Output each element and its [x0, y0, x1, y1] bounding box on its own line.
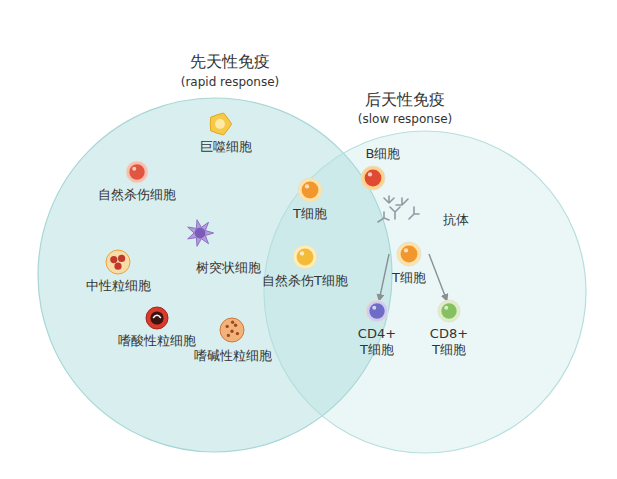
cell-node: 树突状细胞 [193, 220, 264, 276]
cell-node: CD4+ T细胞 [349, 300, 405, 358]
cell-node: T细胞 [290, 178, 330, 222]
cell-icon [205, 109, 235, 139]
cell-node: B细胞 [363, 146, 404, 190]
cell-icon [434, 296, 464, 326]
cell-label: 树突状细胞 [196, 260, 261, 276]
antibody-label: 抗体 [443, 212, 469, 228]
cell-label: CD4+ T细胞 [352, 326, 402, 358]
cell-node: 自然杀伤细胞 [95, 161, 179, 203]
cell-node: 中性粒细胞 [83, 250, 154, 294]
circle-subtitle: (slow response) [358, 112, 452, 126]
cell-node: T细胞 [389, 242, 429, 286]
cell-label: 嗜碱性粒细胞 [194, 348, 272, 364]
cell-label: 自然杀伤T细胞 [262, 273, 348, 289]
cell-icon [216, 314, 248, 346]
circle-title: 先天性免疫 [190, 52, 270, 73]
cell-label: 中性粒细胞 [86, 278, 151, 294]
cell-icon [122, 157, 152, 187]
cell-label: 巨噬细胞 [200, 139, 252, 155]
circle-subtitle: (rapid response) [181, 75, 280, 89]
cell-icon [294, 174, 326, 206]
arrow-connector [429, 254, 447, 301]
cell-label: T细胞 [392, 270, 426, 286]
cell-label: T细胞 [293, 206, 327, 222]
cell-icon [393, 238, 425, 270]
cell-icon [142, 303, 172, 333]
cell-node: 嗜碱性粒细胞 [191, 318, 275, 364]
cell-label: 自然杀伤细胞 [98, 187, 176, 203]
cell-label: B细胞 [366, 146, 401, 162]
cell-label: 嗜酸性粒细胞 [118, 333, 196, 349]
cell-label: CD8+ T细胞 [424, 326, 474, 358]
cell-node: 自然杀伤T细胞 [259, 245, 351, 289]
cell-icon [357, 162, 389, 194]
cell-icon [102, 246, 134, 278]
cell-node: 嗜酸性粒细胞 [115, 307, 199, 349]
cell-icon [183, 216, 217, 250]
cell-icon [289, 241, 321, 273]
cell-node: CD8+ T细胞 [421, 300, 477, 358]
circle-title: 后天性免疫 [365, 90, 445, 111]
cell-icon [362, 296, 392, 326]
cell-node: 巨噬细胞 [197, 113, 255, 155]
arrow-connector [379, 254, 389, 301]
